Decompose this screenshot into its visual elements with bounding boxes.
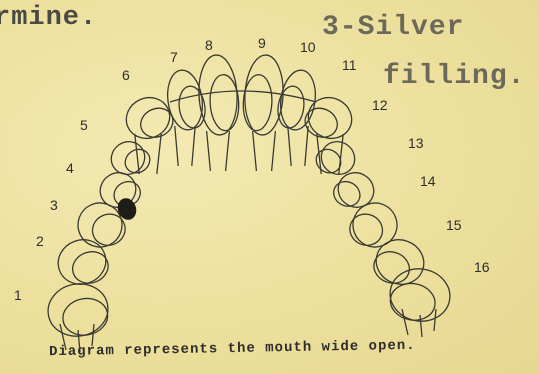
tooth-13	[329, 166, 380, 213]
tooth-10	[275, 68, 319, 166]
tooth-number-7: 7	[170, 49, 178, 65]
teeth-group	[44, 54, 454, 352]
tooth-7	[164, 68, 208, 166]
tooth-1	[44, 279, 112, 352]
tooth-number-16: 16	[474, 259, 490, 275]
tooth-number-9: 9	[258, 35, 266, 51]
tooth-15	[369, 233, 430, 291]
tooth-number-13: 13	[408, 135, 424, 151]
tooth-number-15: 15	[446, 217, 462, 233]
tooth-number-4: 4	[66, 160, 74, 176]
tooth-8	[197, 54, 240, 171]
tooth-number-10: 10	[300, 39, 316, 55]
silver-filling-mark	[115, 196, 139, 223]
tooth-2	[52, 233, 113, 291]
tooth-number-3: 3	[50, 197, 58, 213]
tooth-number-8: 8	[205, 37, 213, 53]
tooth-number-2: 2	[36, 233, 44, 249]
tooth-number-14: 14	[420, 173, 436, 189]
tooth-number-6: 6	[122, 67, 130, 83]
tooth-number-12: 12	[372, 97, 388, 113]
tooth-number-5: 5	[80, 117, 88, 133]
tooth-number-1: 1	[14, 287, 22, 303]
tooth-11	[300, 91, 358, 174]
tooth-6	[120, 91, 178, 174]
tooth-number-11: 11	[342, 57, 357, 73]
